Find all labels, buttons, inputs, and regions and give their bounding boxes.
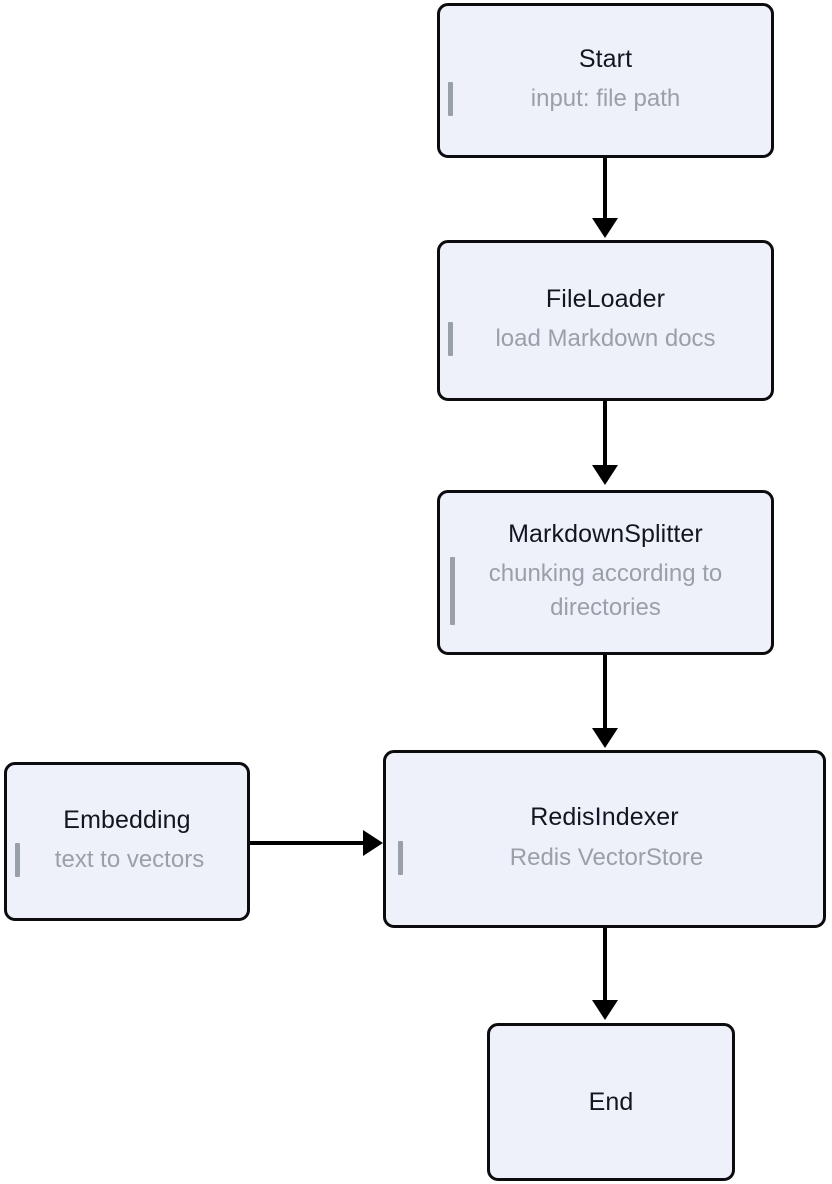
subtitle-accent-bar (398, 840, 403, 875)
node-markdownsplitter[interactable]: MarkdownSplitter chunking according to d… (437, 490, 774, 655)
node-redisindexer[interactable]: RedisIndexer Redis VectorStore (383, 750, 826, 928)
node-fileloader-subtitle-row: load Markdown docs (440, 322, 771, 357)
node-fileloader-subtitle: load Markdown docs (495, 325, 716, 353)
node-embedding-title: Embedding (63, 805, 191, 834)
node-embedding-subtitle: text to vectors (54, 846, 205, 874)
node-fileloader-title: FileLoader (545, 284, 666, 313)
subtitle-accent-bar (450, 557, 455, 626)
arrowhead-down-icon (592, 218, 618, 238)
subtitle-accent-bar (448, 82, 453, 117)
node-start-subtitle-row: input: file path (440, 82, 771, 117)
arrowhead-right-icon (363, 830, 383, 856)
subtitle-accent-bar (15, 843, 20, 878)
node-markdownsplitter-subtitle-row: chunking according to directories (440, 557, 771, 626)
node-markdownsplitter-title: MarkdownSplitter (508, 519, 703, 548)
edge-shaft (603, 655, 607, 732)
node-redisindexer-subtitle: Redis VectorStore (509, 843, 704, 871)
node-start-subtitle: input: file path (530, 85, 681, 113)
edge-shaft (603, 401, 607, 467)
node-start-title: Start (578, 44, 633, 73)
edge-shaft (250, 841, 365, 845)
node-redisindexer-title: RedisIndexer (530, 803, 679, 832)
node-start[interactable]: Start input: file path (437, 3, 774, 158)
node-embedding-subtitle-row: text to vectors (7, 843, 247, 878)
arrowhead-down-icon (592, 465, 618, 485)
node-end-title: End (588, 1087, 634, 1116)
edge-shaft (603, 928, 607, 1004)
node-embedding[interactable]: Embedding text to vectors (4, 762, 250, 921)
node-markdownsplitter-subtitle: chunking according to directories (488, 560, 723, 622)
arrowhead-down-icon (592, 728, 618, 748)
edge-shaft (603, 158, 607, 222)
subtitle-accent-bar (448, 322, 453, 357)
arrowhead-down-icon (592, 1000, 618, 1020)
node-fileloader[interactable]: FileLoader load Markdown docs (437, 240, 774, 401)
node-redisindexer-subtitle-row: Redis VectorStore (386, 840, 823, 875)
node-end[interactable]: End (487, 1023, 735, 1181)
